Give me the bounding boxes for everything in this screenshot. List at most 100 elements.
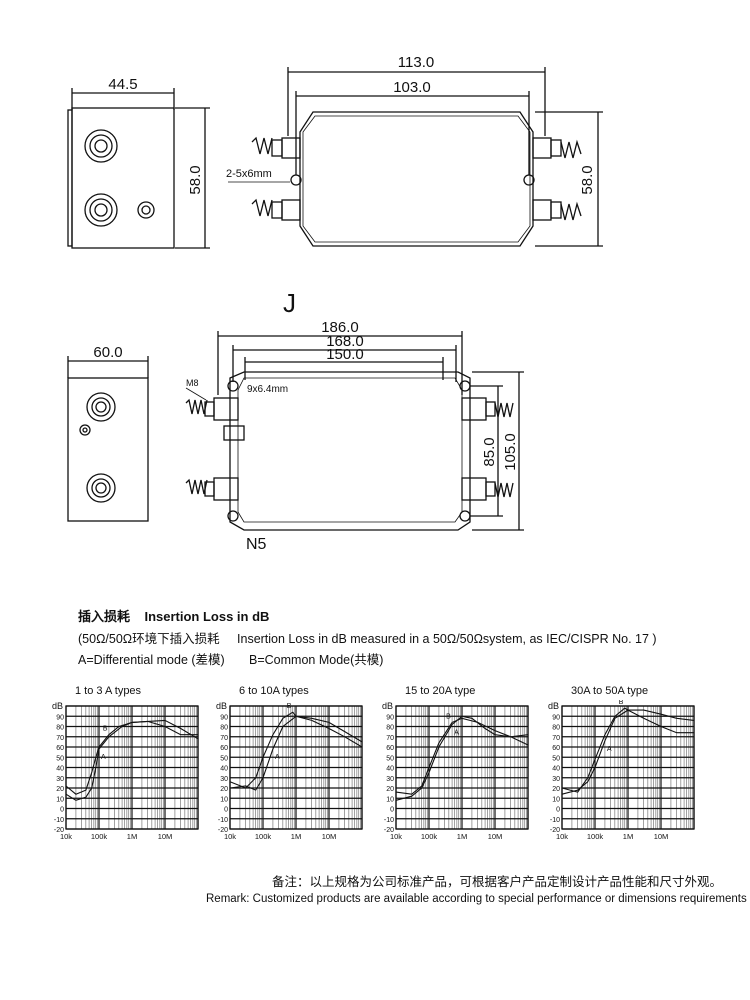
x-tick-label: 10k	[224, 832, 236, 841]
y-tick-label: 60	[56, 745, 64, 752]
x-tick-label: 1M	[291, 832, 301, 841]
series-line-a	[229, 715, 363, 791]
x-tick-label: 1M	[623, 832, 633, 841]
dim-mount-span-inner: 150.0	[326, 346, 364, 363]
dim-side-height: 58.0	[187, 165, 204, 194]
dim-height-inner: 85.0	[481, 437, 498, 466]
y-tick-label: 80	[552, 725, 560, 732]
plot-frame	[395, 705, 529, 830]
series-line-a	[65, 719, 199, 801]
y-tick-label: 20	[386, 786, 394, 793]
series-label-b: B	[103, 726, 108, 733]
series-label-b: B	[287, 703, 292, 710]
dim-side-width: 44.5	[108, 76, 137, 93]
dim-overall-length: 113.0	[398, 54, 434, 71]
y-tick-label: 0	[390, 807, 394, 814]
y-unit-label: dB	[548, 701, 559, 711]
y-tick-label: -20	[550, 827, 560, 834]
y-tick-label: 20	[56, 786, 64, 793]
y-tick-label: 50	[386, 755, 394, 762]
x-tick-label: 100k	[421, 832, 438, 841]
y-tick-label: 90	[552, 714, 560, 721]
hole-note-top: 2-5x6mm	[226, 168, 272, 180]
y-tick-label: 90	[220, 714, 228, 721]
series-label-b: B	[446, 713, 451, 720]
series-line-a	[561, 709, 695, 795]
side-view-top	[67, 88, 210, 249]
y-tick-label: 0	[556, 807, 560, 814]
drawing-top: 44.5 58.0 113.0 103.0 58.0 2-5x6mm	[67, 54, 603, 249]
chart-title: 6 to 10A types	[239, 685, 309, 697]
y-tick-label: 20	[552, 786, 560, 793]
y-tick-label: 80	[386, 725, 394, 732]
y-tick-label: -10	[384, 817, 394, 824]
y-tick-label: 30	[220, 776, 228, 783]
mode-legend: A=Differential mode (差模) B=Common Mode(共…	[78, 649, 383, 668]
y-tick-label: 50	[220, 755, 228, 762]
y-tick-label: 60	[386, 745, 394, 752]
thread-note: M8	[186, 378, 199, 388]
y-tick-label: 10	[220, 796, 228, 803]
y-tick-label: 10	[56, 796, 64, 803]
y-tick-label: 50	[56, 755, 64, 762]
x-tick-label: 10k	[60, 832, 72, 841]
plot-frame	[561, 705, 695, 830]
section-heading-en: Insertion Loss in dB	[144, 609, 270, 624]
y-unit-label: dB	[382, 701, 393, 711]
y-tick-label: 70	[220, 735, 228, 742]
y-tick-label: 10	[552, 796, 560, 803]
chart-title: 30A to 50A type	[571, 685, 649, 697]
x-tick-label: 100k	[91, 832, 108, 841]
model-label-n5: N5	[246, 536, 267, 553]
series-label-a: A	[454, 729, 459, 736]
mode-a-label: A=Differential mode (差模)	[78, 653, 225, 667]
series-line-b	[395, 717, 529, 795]
y-tick-label: 70	[386, 735, 394, 742]
y-tick-label: 30	[386, 776, 394, 783]
section-heading-cn: 插入损耗	[78, 609, 131, 624]
series-label-b: B	[619, 700, 624, 706]
y-tick-label: -10	[218, 817, 228, 824]
x-tick-label: 10M	[158, 832, 173, 841]
drawing-bottom: 60.0 186.0 168.0 150.0 M8 9x6.4mm 85.0 1…	[67, 319, 524, 531]
hole-note-bottom: 9x6.4mm	[247, 384, 288, 395]
x-tick-label: 100k	[255, 832, 272, 841]
y-unit-label: dB	[216, 701, 227, 711]
y-tick-label: 30	[552, 776, 560, 783]
y-tick-label: 40	[386, 766, 394, 773]
x-tick-label: 10k	[390, 832, 402, 841]
y-tick-label: -10	[54, 817, 64, 824]
x-tick-label: 1M	[457, 832, 467, 841]
dim-mount-span: 103.0	[393, 79, 431, 96]
x-tick-label: 10M	[322, 832, 337, 841]
x-tick-label: 10k	[556, 832, 568, 841]
y-tick-label: 90	[56, 714, 64, 721]
description-cn: (50Ω/50Ω环境下插入损耗	[78, 632, 220, 646]
y-tick-label: 40	[552, 766, 560, 773]
x-tick-label: 100k	[587, 832, 604, 841]
plot-frame	[229, 705, 363, 830]
y-tick-label: 0	[224, 807, 228, 814]
front-view-top	[228, 67, 603, 247]
y-tick-label: 0	[60, 807, 64, 814]
side-view-bottom	[67, 356, 149, 522]
dim-mount-span-outer: 168.0	[326, 333, 364, 350]
mode-b-label: B=Common Mode(共模)	[249, 653, 384, 667]
x-tick-label: 10M	[488, 832, 503, 841]
plot-frame	[65, 705, 199, 830]
y-tick-label: 60	[220, 745, 228, 752]
x-tick-label: 10M	[654, 832, 669, 841]
y-tick-label: 20	[220, 786, 228, 793]
y-tick-label: 70	[56, 735, 64, 742]
series-label-a: A	[101, 754, 106, 761]
series-line-b	[561, 707, 694, 793]
description-en: Insertion Loss in dB measured in a 50Ω/5…	[237, 632, 657, 646]
front-view-bottom	[185, 331, 524, 531]
y-tick-label: -10	[550, 817, 560, 824]
y-tick-label: 40	[220, 766, 228, 773]
y-tick-label: -20	[54, 827, 64, 834]
y-tick-label: 70	[552, 735, 560, 742]
